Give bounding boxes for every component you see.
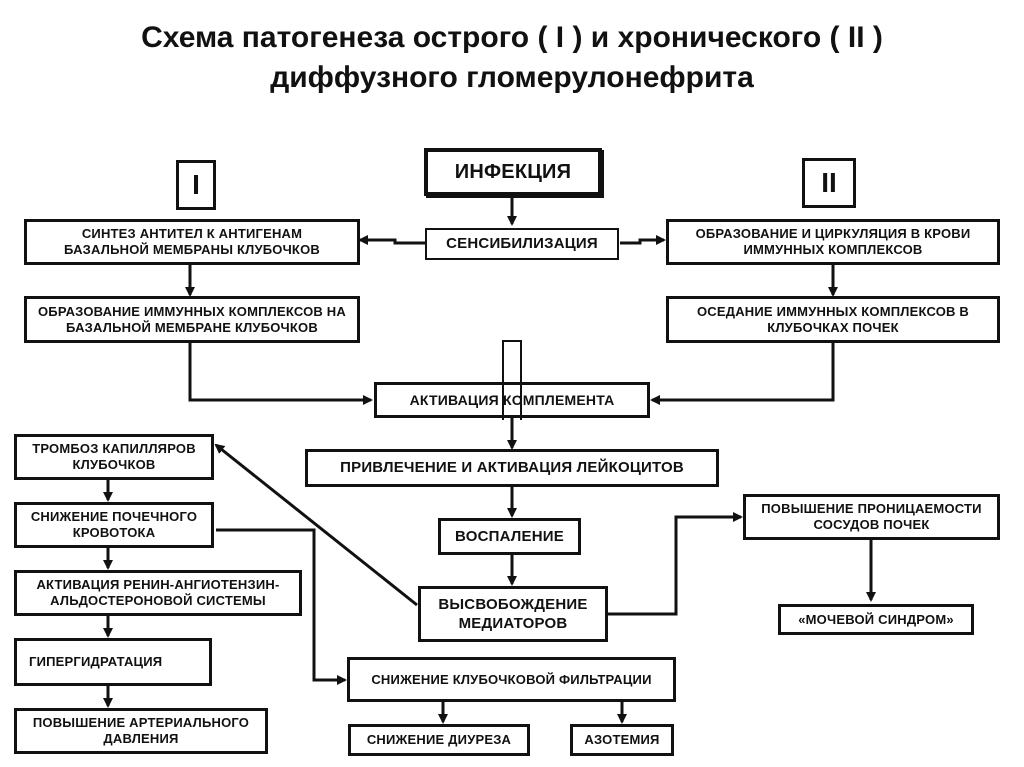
arrow-formation-complement [188,343,373,405]
node-raas-activation-text: АКТИВАЦИЯ РЕНИН-АНГИОТЕНЗИН-АЛЬДОСТЕРОНО… [36,577,280,608]
chronic-label-text: II [821,167,837,198]
node-urinary-syndrome-text: «МОЧЕВОЙ СИНДРОМ» [798,611,954,627]
node-renal-blood-flow-text: СНИЖЕНИЕ ПОЧЕЧНОГО КРОВОТОКА [30,509,198,540]
node-immune-complex-membrane-text: ОБРАЗОВАНИЕ ИММУННЫХ КОМПЛЕКСОВ НА БАЗАЛ… [37,303,346,335]
title-line-2: диффузного гломерулонефрита [270,61,754,94]
node-inflammation: ВОСПАЛЕНИЕ [438,518,581,555]
node-immune-complex-membrane: ОБРАЗОВАНИЕ ИММУННЫХ КОМПЛЕКСОВ НА БАЗАЛ… [24,296,360,343]
node-inflammation-text: ВОСПАЛЕНИЕ [455,527,564,545]
acute-label-text: I [192,169,200,200]
node-antibody-synthesis: СИНТЕЗ АНТИТЕЛ К АНТИГЕНАМ БАЗАЛЬНОЙ МЕМ… [24,219,360,265]
node-renal-blood-flow: СНИЖЕНИЕ ПОЧЕЧНОГО КРОВОТОКА [14,502,214,548]
node-infection-text: ИНФЕКЦИЯ [454,161,572,183]
page-title: Схема патогенеза острого ( I ) и хрониче… [0,18,1024,98]
arrow-mediators-thrombosis [214,443,418,607]
node-blood-pressure: ПОВЫШЕНИЕ АРТЕРИАЛЬНОГО ДАВЛЕНИЯ [14,708,268,754]
node-mediator-release: ВЫСВОБОЖДЕНИЕ МЕДИАТОРОВ [418,586,608,642]
arrow-bloodflow-filtration [216,528,347,685]
node-glomerular-filtration-text: СНИЖЕНИЕ КЛУБОЧКОВОЙ ФИЛЬТРАЦИИ [371,671,652,687]
decorative-bar [502,340,504,420]
node-immune-complex-deposition: ОСЕДАНИЕ ИММУННЫХ КОМПЛЕКСОВ В КЛУБОЧКАХ… [666,296,1000,343]
node-diuresis-text: СНИЖЕНИЕ ДИУРЕЗА [366,732,512,747]
node-sensitization: СЕНСИБИЛИЗАЦИЯ [425,228,619,260]
decorative-bar-cap [502,340,522,342]
node-blood-pressure-text: ПОВЫШЕНИЕ АРТЕРИАЛЬНОГО ДАВЛЕНИЯ [32,715,250,746]
title-line-1: Схема патогенеза острого ( I ) и хрониче… [141,21,883,54]
node-leukocyte-activation: ПРИВЛЕЧЕНИЕ И АКТИВАЦИЯ ЛЕЙКОЦИТОВ [305,449,719,487]
acute-label: I [176,160,216,210]
node-immune-complex-deposition-text: ОСЕДАНИЕ ИММУННЫХ КОМПЛЕКСОВ В КЛУБОЧКАХ… [696,303,970,335]
arrow-sensitization-circulation [620,235,666,245]
node-immune-complex-circulation-text: ОБРАЗОВАНИЕ И ЦИРКУЛЯЦИЯ В КРОВИ ИММУННЫ… [695,226,971,257]
decorative-bar [520,340,522,420]
node-complement-activation: АКТИВАЦИЯ КОМПЛЕМЕНТА [374,382,650,418]
arrow-deposition-complement [650,343,835,405]
node-complement-activation-text: АКТИВАЦИЯ КОМПЛЕМЕНТА [409,392,615,408]
arrow-mediators-permeability [608,512,743,616]
node-azotemia-text: АЗОТЕМИЯ [584,732,660,747]
chronic-label: II [802,158,856,208]
node-raas-activation: АКТИВАЦИЯ РЕНИН-АНГИОТЕНЗИН-АЛЬДОСТЕРОНО… [14,570,302,616]
node-vascular-permeability-text: ПОВЫШЕНИЕ ПРОНИЦАЕМОСТИ СОСУДОВ ПОЧЕК [761,501,982,532]
node-immune-complex-circulation: ОБРАЗОВАНИЕ И ЦИРКУЛЯЦИЯ В КРОВИ ИММУННЫ… [666,219,1000,265]
node-mediator-release-text: ВЫСВОБОЖДЕНИЕ МЕДИАТОРОВ [438,596,588,632]
node-capillary-thrombosis: ТРОМБОЗ КАПИЛЛЯРОВ КЛУБОЧКОВ [14,434,214,480]
node-azotemia: АЗОТЕМИЯ [570,724,674,756]
node-urinary-syndrome: «МОЧЕВОЙ СИНДРОМ» [778,604,974,635]
node-capillary-thrombosis-text: ТРОМБОЗ КАПИЛЛЯРОВ КЛУБОЧКОВ [32,441,196,472]
node-glomerular-filtration: СНИЖЕНИЕ КЛУБОЧКОВОЙ ФИЛЬТРАЦИИ [347,657,676,702]
node-diuresis: СНИЖЕНИЕ ДИУРЕЗА [348,724,530,756]
node-leukocyte-activation-text: ПРИВЛЕЧЕНИЕ И АКТИВАЦИЯ ЛЕЙКОЦИТОВ [340,459,684,476]
node-sensitization-text: СЕНСИБИЛИЗАЦИЯ [446,235,598,252]
node-vascular-permeability: ПОВЫШЕНИЕ ПРОНИЦАЕМОСТИ СОСУДОВ ПОЧЕК [743,494,1000,540]
node-antibody-synthesis-text: СИНТЕЗ АНТИТЕЛ К АНТИГЕНАМ БАЗАЛЬНОЙ МЕМ… [64,226,320,257]
arrow-sensitization-antibodies [358,235,425,245]
node-infection: ИНФЕКЦИЯ [424,148,602,196]
node-hyperhydration-text: ГИПЕРГИДРАТАЦИЯ [29,654,163,669]
node-hyperhydration: ГИПЕРГИДРАТАЦИЯ [14,638,212,686]
